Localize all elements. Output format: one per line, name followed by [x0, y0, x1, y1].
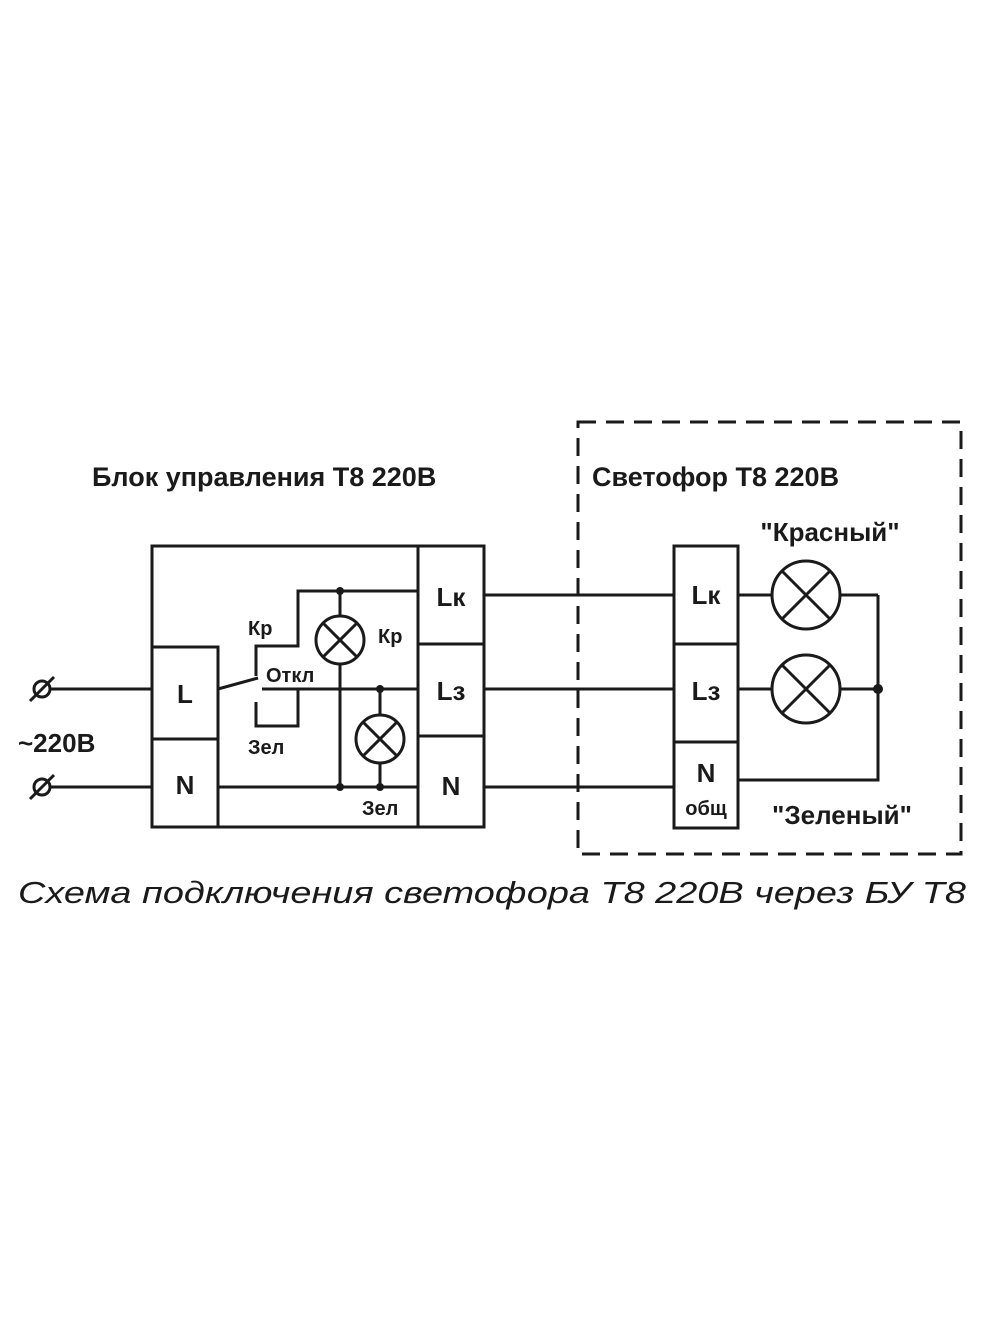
- indicator-label-green: Зел: [362, 798, 398, 820]
- junction-dot: [336, 587, 344, 595]
- control-terminal-n-label: N: [176, 770, 195, 800]
- switch-green-contact: [254, 689, 300, 728]
- switch-blade: [217, 676, 259, 691]
- supply-terminal-top-icon: [28, 675, 56, 703]
- junction-dot: [376, 783, 384, 791]
- indicator-lamp-red-icon: [314, 614, 366, 666]
- light-terminal-lz: [672, 642, 740, 744]
- lamp-green-label: "Зеленый": [772, 800, 912, 830]
- control-terminal-n-out-label: N: [442, 771, 461, 801]
- light-terminal-n: [672, 740, 740, 830]
- supply-label: ~220В: [18, 728, 95, 758]
- junction-dot: [376, 685, 384, 693]
- light-terminal-common-label: общ: [685, 798, 727, 820]
- indicator-label-red: Кр: [378, 626, 402, 648]
- lamp-common-return: [738, 595, 880, 782]
- light-terminal-n-label: N: [697, 758, 716, 788]
- switch-label-off: Откл: [266, 665, 314, 687]
- light-terminal-lz-label: Lз: [692, 676, 721, 706]
- control-terminal-n-out: [416, 734, 486, 829]
- lamp-red-label: "Красный": [760, 517, 899, 547]
- control-block-title: Блок управления Т8 220В: [92, 462, 436, 492]
- diagram-caption: Схема подключения светофора Т8 220В чере…: [18, 875, 967, 910]
- control-terminal-l: [150, 645, 220, 741]
- lamp-red-icon: [770, 559, 842, 631]
- indicator-lamp-green-icon: [354, 713, 406, 765]
- switch-label-green: Зел: [248, 737, 284, 759]
- light-terminal-lk-label: Lк: [692, 580, 722, 610]
- junction-dot: [873, 684, 883, 694]
- control-terminal-l-label: L: [177, 679, 193, 709]
- control-terminal-n: [150, 737, 220, 829]
- control-terminal-lk-label: Lк: [437, 582, 467, 612]
- junction-dot: [336, 783, 344, 791]
- control-terminal-lz-label: Lз: [437, 676, 466, 706]
- traffic-light-enclosure: [576, 420, 963, 856]
- lamp-green-icon: [770, 653, 842, 725]
- switch-label-red: Кр: [248, 618, 272, 640]
- traffic-light-title: Светофор Т8 220В: [592, 462, 839, 492]
